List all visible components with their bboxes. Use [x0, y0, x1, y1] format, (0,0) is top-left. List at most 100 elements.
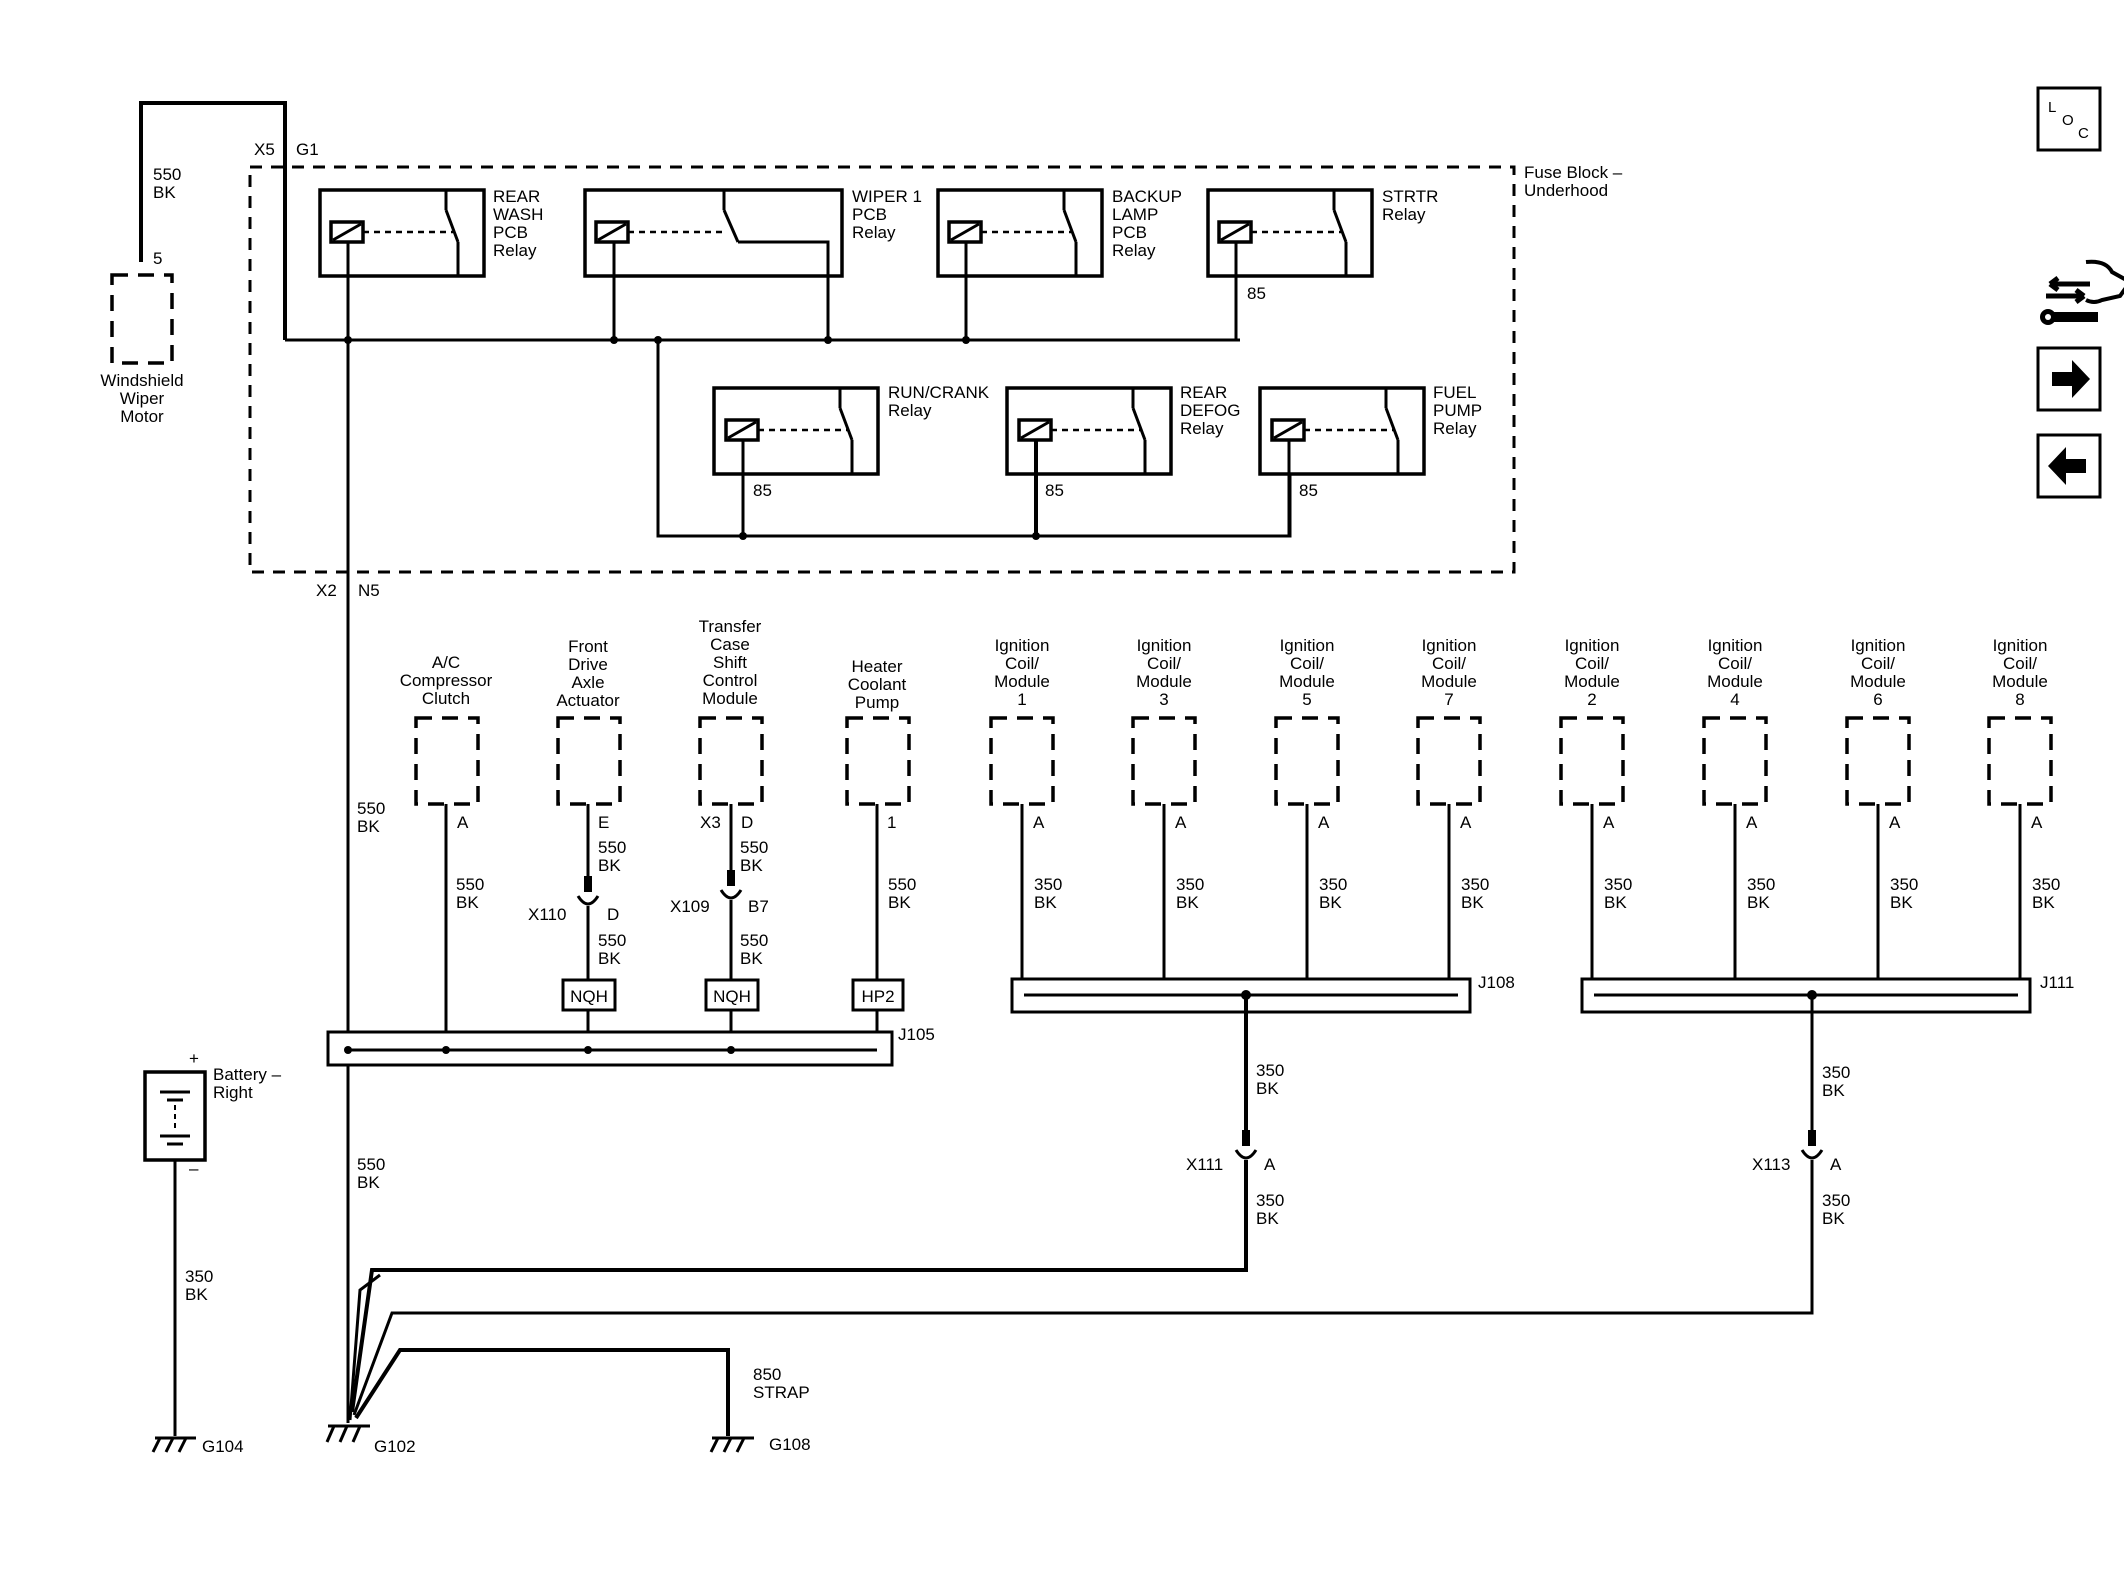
ignition-coil-8-name-1: Ignition [1993, 636, 2048, 655]
front-drive-axle-name-2: Drive [568, 655, 608, 674]
front-drive-axle-name-4: Actuator [556, 691, 620, 710]
x109-pin-female [719, 889, 743, 900]
transfer-case-wire-gauge: 550 [740, 838, 768, 857]
transfer-case-name-2: Case [710, 635, 750, 654]
transfer-case-wire-color: BK [740, 856, 763, 875]
windshield-wiper-motor [110, 273, 174, 365]
ignition-coil-2-name-4: 3 [1159, 690, 1168, 709]
ignition-coil-7-name-4: 6 [1873, 690, 1882, 709]
x111-wire-upper-gauge: 350 [1256, 1061, 1284, 1080]
front-drive-axle-wire-gauge: 550 [598, 838, 626, 857]
nqh-tag-2-label: NQH [713, 987, 751, 1006]
ignition-coil-8-name-4: 8 [2015, 690, 2024, 709]
relay-wiper-1 [583, 188, 844, 340]
splice-j105-label: J105 [898, 1025, 935, 1044]
transfer-case-pin: D [741, 813, 753, 832]
fuse-block-label-2: Underhood [1524, 181, 1608, 200]
x110-pin-male [584, 876, 592, 892]
wiper-pin: 5 [153, 249, 162, 268]
arrow-left-icon[interactable] [2036, 433, 2102, 499]
ignition-coil-5-wire-color: BK [1604, 893, 1627, 912]
ignition-coil-module-6 [1702, 716, 1768, 806]
relay-strtr-pin: 85 [1247, 284, 1266, 303]
transfer-case-name-4: Control [703, 671, 758, 690]
ac-compressor-name-3: Clutch [422, 689, 470, 708]
ignition-coil-1-name-3: Module [994, 672, 1050, 691]
x113-connector: X113 [1752, 1155, 1790, 1174]
ignition-coil-2-wire-color: BK [1176, 893, 1199, 912]
x113-pin: A [1830, 1155, 1842, 1174]
wiper-motor-name-2: Wiper [120, 389, 165, 408]
relay-backup-lamp-name-1: BACKUP [1112, 187, 1182, 206]
ignition-coil-5-pin: A [1603, 813, 1615, 832]
ignition-coil-5-name-3: Module [1564, 672, 1620, 691]
ignition-coil-7-wire-color: BK [1890, 893, 1913, 912]
ground-g104-icon [151, 1436, 196, 1453]
relay-backup-lamp [936, 188, 1104, 278]
loc-icon[interactable]: L O C [2036, 86, 2102, 152]
ignition-coil-1-wire-gauge: 350 [1034, 875, 1062, 894]
transfer-case-name-1: Transfer [699, 617, 762, 636]
ignition-coil-6-name-1: Ignition [1708, 636, 1763, 655]
junction-dot [654, 336, 662, 344]
transfer-case-name-5: Module [702, 689, 758, 708]
ignition-coil-module-1 [989, 716, 1055, 806]
ignition-coil-2-name-2: Coil/ [1147, 654, 1181, 673]
ignition-coil-6-name-4: 4 [1730, 690, 1739, 709]
heater-pump-name-3: Pump [855, 693, 899, 712]
ground-g102-icon [325, 1424, 370, 1443]
relay-rear-defog [1005, 386, 1173, 476]
ac-compressor-wire-gauge: 550 [456, 875, 484, 894]
x113-wire-upper-color: BK [1822, 1081, 1845, 1100]
x111-pin-female [1234, 1149, 1258, 1160]
relay-rear-wash [318, 188, 486, 278]
main-wire-lower-gauge: 550 [357, 1155, 385, 1174]
battery-wire-gauge: 350 [185, 1267, 213, 1286]
ignition-coil-6-name-3: Module [1707, 672, 1763, 691]
main-wire-lower-color: BK [357, 1173, 380, 1192]
connector-tool-icon[interactable] [2040, 259, 2124, 325]
transfer-case-wire2-color: BK [740, 949, 763, 968]
relay-run-crank-pin: 85 [753, 481, 772, 500]
ignition-coil-module-8 [1987, 716, 2053, 806]
x111-pin-male [1242, 1130, 1250, 1146]
relay-strtr-name-2: Relay [1382, 205, 1426, 224]
ignition-coil-8-wire-gauge: 350 [2032, 875, 2060, 894]
ignition-coil-7-name-3: Module [1850, 672, 1906, 691]
ignition-coil-8-pin: A [2031, 813, 2043, 832]
relay-fuel-pump-name-2: PUMP [1433, 401, 1482, 420]
junction-dot [1241, 990, 1251, 1000]
ground-g108-icon [709, 1436, 754, 1453]
ignition-coil-3-wire-gauge: 350 [1319, 875, 1347, 894]
battery-plus: + [189, 1049, 199, 1068]
ignition-coil-module-5 [1559, 716, 1625, 806]
relay-rear-defog-name-3: Relay [1180, 419, 1224, 438]
relay-rear-defog-name-1: REAR [1180, 383, 1227, 402]
x113-wire-lower-gauge: 350 [1822, 1191, 1850, 1210]
fuse-block-label-1: Fuse Block – [1524, 163, 1623, 182]
relay-rear-wash-name-2: WASH [493, 205, 543, 224]
x111-wire-lower-gauge: 350 [1256, 1191, 1284, 1210]
arrow-right-icon[interactable] [2036, 346, 2102, 412]
ignition-coil-2-pin: A [1175, 813, 1187, 832]
transfer-case-name-3: Shift [713, 653, 747, 672]
wiper-motor-name-3: Motor [120, 407, 164, 426]
ignition-coil-3-wire-color: BK [1319, 893, 1342, 912]
ignition-coil-3-name-4: 5 [1302, 690, 1311, 709]
splice-j108-label: J108 [1478, 973, 1515, 992]
x113-ground-wire [352, 1160, 1814, 1416]
junction-dot [824, 336, 832, 344]
heater-coolant-pump [845, 716, 911, 806]
wiper-feed-wire [139, 101, 287, 340]
ignition-coil-1-name-1: Ignition [995, 636, 1050, 655]
strap-wire [354, 1348, 730, 1436]
relay-backup-lamp-name-3: PCB [1112, 223, 1147, 242]
ac-compressor-wire-color: BK [456, 893, 479, 912]
transfer-case-pin-prefix: X3 [700, 813, 721, 832]
relay-backup-lamp-name-4: Relay [1112, 241, 1156, 260]
x113-pin-male [1808, 1130, 1816, 1146]
front-drive-axle-name-3: Axle [571, 673, 604, 692]
relay-rear-defog-name-2: DEFOG [1180, 401, 1240, 420]
ignition-coil-module-3 [1274, 716, 1340, 806]
